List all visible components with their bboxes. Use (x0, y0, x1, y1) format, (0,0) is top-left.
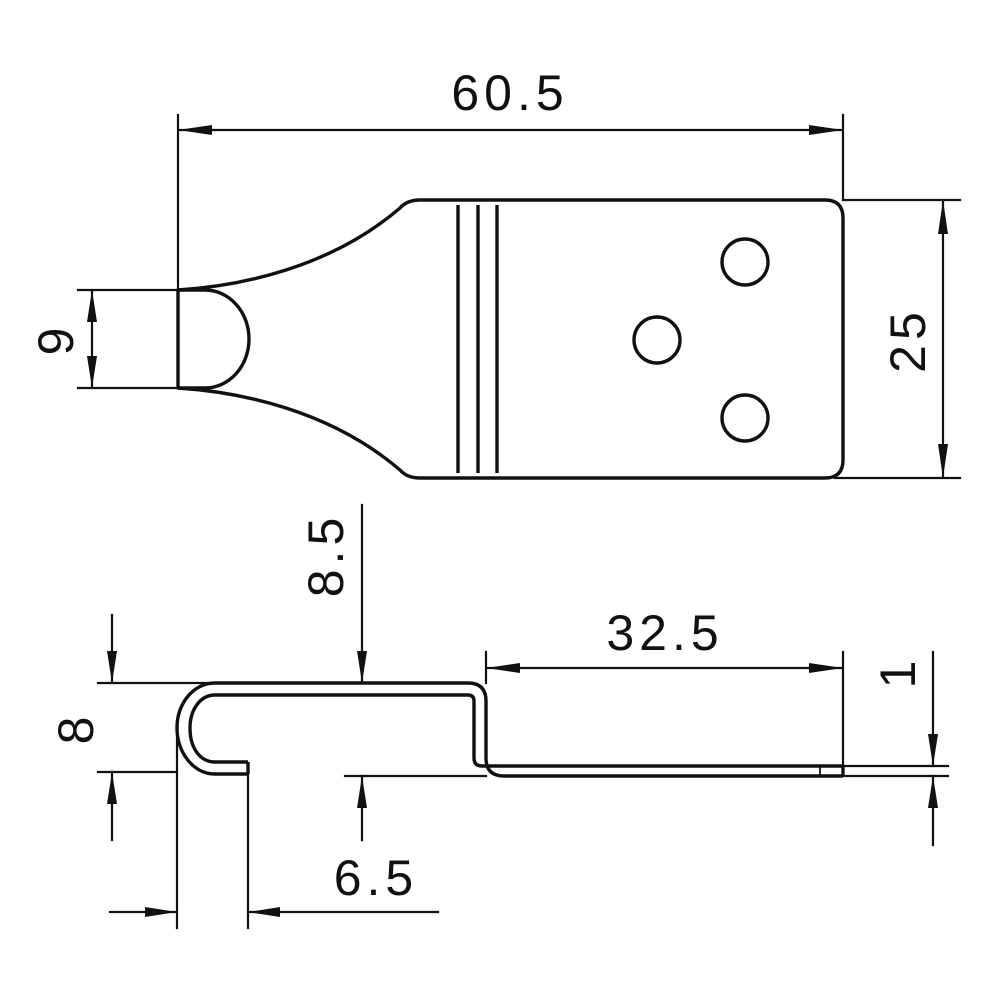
top-view (176, 198, 845, 480)
profile-inner (188, 693, 843, 768)
dim-width: 25 (833, 198, 962, 480)
dim-label-flat-length: 32.5 (606, 605, 723, 661)
dim-label-hook-height: 8 (48, 712, 104, 745)
dim-label-thickness: 1 (870, 656, 926, 689)
dim-label-hook-opening: 6.5 (334, 850, 419, 906)
dim-label-tip-width: 9 (28, 323, 84, 356)
plate-outline (176, 198, 845, 480)
mount-hole-2 (632, 315, 682, 365)
dim-thickness: 1 (841, 650, 950, 847)
dim-hook-height: 8 (48, 613, 217, 842)
dim-label-overall-length: 60.5 (451, 65, 568, 121)
mount-hole-1 (720, 237, 770, 287)
mount-hole-3 (720, 393, 770, 443)
dim-flat-length: 32.5 (484, 605, 845, 768)
dim-tip-width: 9 (28, 288, 180, 390)
side-view (175, 681, 845, 778)
tip-notch (178, 288, 251, 390)
dim-label-width: 25 (880, 307, 936, 373)
dim-overall-length: 60.5 (176, 65, 845, 292)
dim-step-height: 8.5 (298, 503, 488, 842)
profile-outer (175, 681, 843, 778)
dim-label-step-height: 8.5 (298, 513, 354, 598)
dim-hook-opening: 6.5 (108, 728, 440, 930)
